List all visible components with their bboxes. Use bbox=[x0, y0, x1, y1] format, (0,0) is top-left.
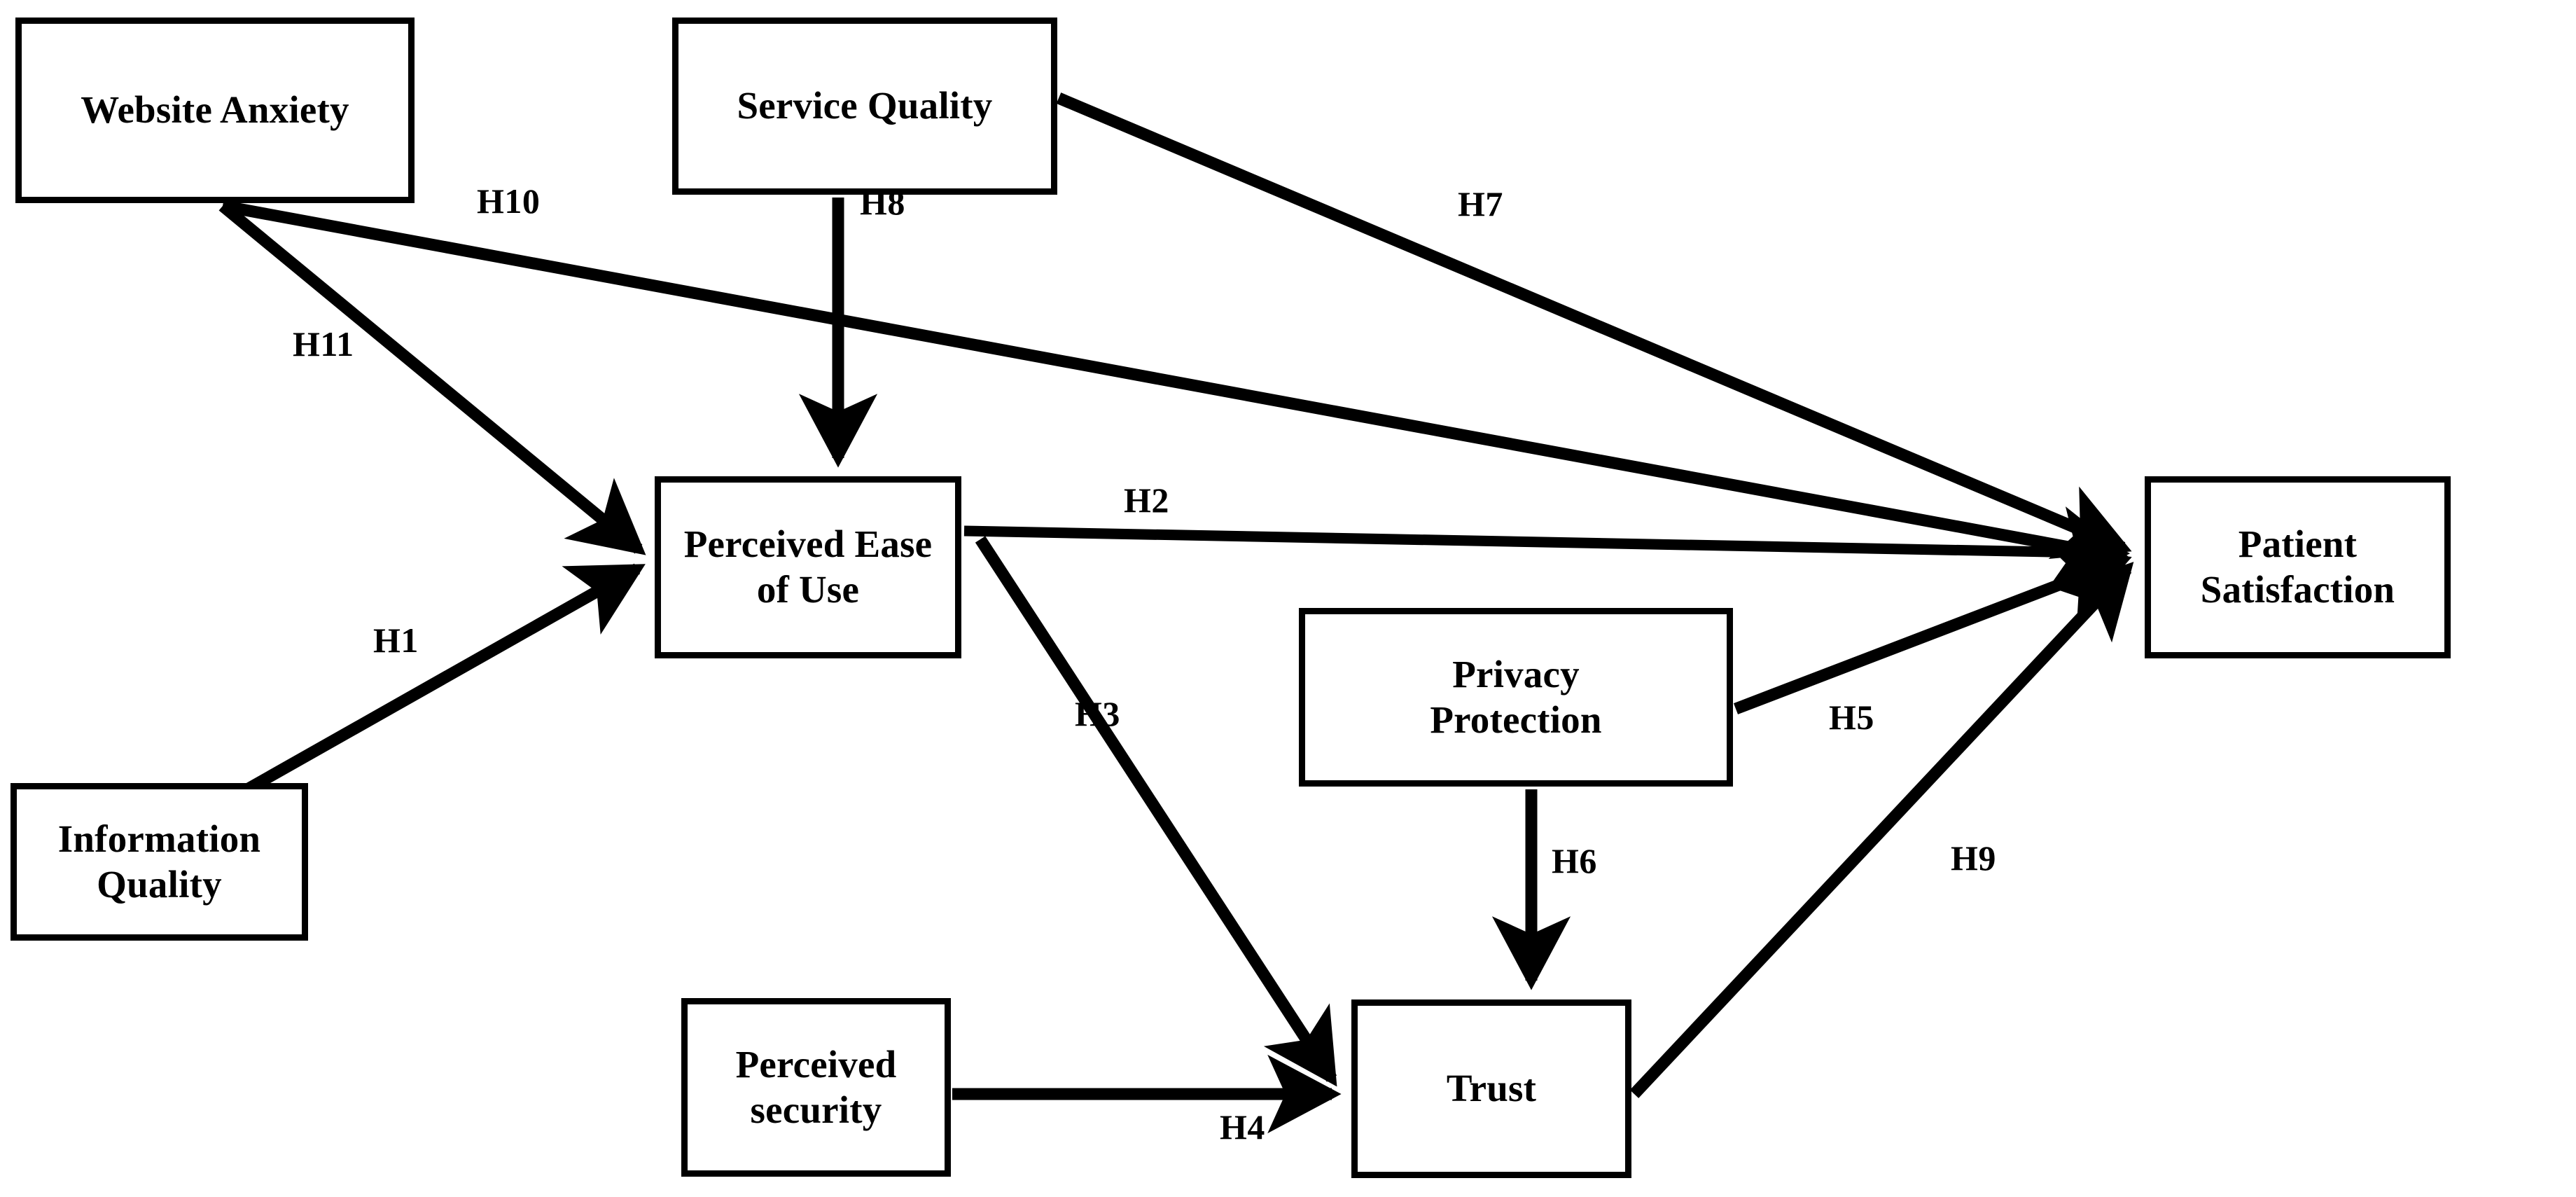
edge-label-h11: H11 bbox=[293, 324, 354, 364]
edge-label-h8: H8 bbox=[860, 183, 905, 222]
edge-h2 bbox=[963, 517, 2130, 587]
node-privacy-protection[interactable]: Privacy Protection bbox=[1299, 608, 1733, 787]
edge-label-h4: H4 bbox=[1220, 1107, 1265, 1147]
node-label: Privacy Protection bbox=[1430, 652, 1602, 741]
node-information-quality[interactable]: Information Quality bbox=[11, 783, 308, 941]
node-label: Patient Satisfaction bbox=[2200, 523, 2395, 611]
edge-label-h9: H9 bbox=[1951, 838, 1996, 878]
edge-label-h1: H1 bbox=[373, 621, 419, 660]
edge-label-h10: H10 bbox=[477, 181, 541, 221]
node-label: Perceived security bbox=[735, 1042, 897, 1131]
node-perceived-security[interactable]: Perceived security bbox=[681, 998, 951, 1177]
edge-h9 bbox=[1629, 562, 2134, 1098]
edge-h1 bbox=[228, 563, 646, 804]
node-patient-satisfaction[interactable]: Patient Satisfaction bbox=[2145, 476, 2451, 658]
edge-h11 bbox=[218, 201, 646, 555]
node-label: Information Quality bbox=[57, 817, 261, 906]
node-perceived-ease-of-use[interactable]: Perceived Ease of Use bbox=[655, 476, 961, 658]
node-label: Website Anxiety bbox=[81, 88, 349, 132]
node-label: Perceived Ease of Use bbox=[683, 523, 933, 611]
node-label: Service Quality bbox=[737, 84, 993, 127]
node-trust[interactable]: Trust bbox=[1351, 999, 1631, 1178]
edge-h3 bbox=[975, 536, 1337, 1087]
edge-label-h5: H5 bbox=[1829, 698, 1874, 737]
edge-label-h6: H6 bbox=[1552, 841, 1597, 880]
node-label: Trust bbox=[1446, 1067, 1537, 1110]
edge-h7 bbox=[1056, 92, 2132, 559]
edge-h10 bbox=[221, 200, 2131, 584]
node-website-anxiety[interactable]: Website Anxiety bbox=[15, 18, 415, 203]
node-service-quality[interactable]: Service Quality bbox=[672, 18, 1057, 195]
edge-label-h7: H7 bbox=[1458, 184, 1503, 223]
edge-label-h3: H3 bbox=[1075, 694, 1120, 733]
edge-label-h2: H2 bbox=[1124, 480, 1169, 520]
